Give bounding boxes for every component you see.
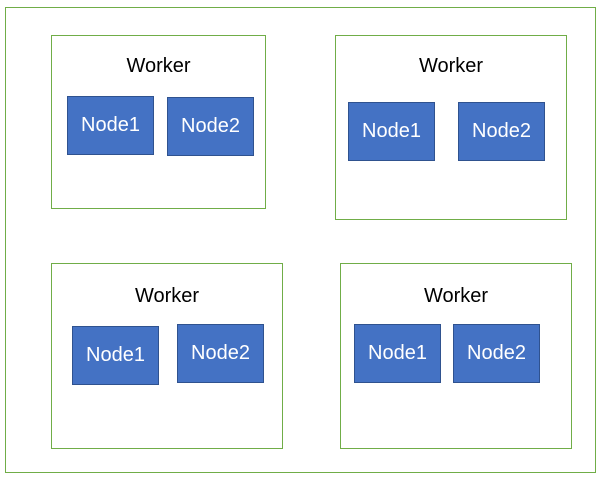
node-label: Node1: [368, 342, 427, 364]
node-label: Node1: [362, 120, 421, 142]
node-label: Node1: [81, 114, 140, 136]
node-box: Node2: [177, 324, 264, 383]
node-box: Node2: [458, 102, 545, 161]
cluster-frame: [5, 7, 596, 473]
worker-title: Worker: [126, 55, 191, 77]
node-box: Node2: [167, 97, 254, 156]
node-box: Node2: [453, 324, 540, 383]
worker-box: Worker Node1 Node2: [340, 263, 572, 449]
node-label: Node2: [467, 342, 526, 364]
worker-title: Worker: [418, 55, 484, 77]
node-box: Node1: [348, 102, 435, 161]
node-label: Node2: [191, 342, 250, 364]
worker-title: Worker: [423, 285, 489, 307]
node-label: Node2: [181, 115, 240, 137]
worker-title: Worker: [134, 285, 200, 307]
worker-box: Worker Node1 Node2: [335, 35, 567, 220]
node-label: Node1: [86, 344, 145, 366]
node-box: Node1: [72, 326, 159, 385]
node-box: Node1: [67, 96, 154, 155]
worker-box: Worker Node1 Node2: [51, 263, 283, 449]
node-label: Node2: [472, 120, 531, 142]
worker-box: Worker Node1 Node2: [51, 35, 266, 209]
node-box: Node1: [354, 324, 441, 383]
